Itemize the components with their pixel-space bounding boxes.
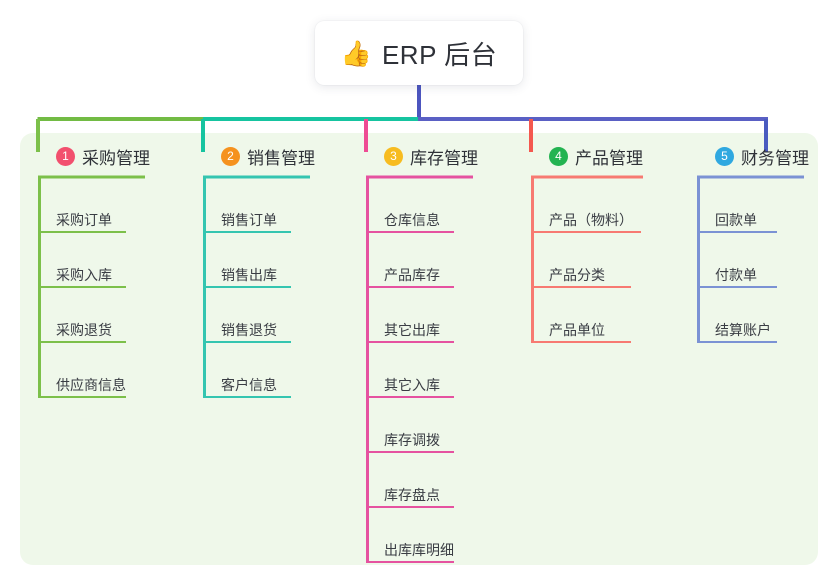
leaf-item-3-1[interactable]: 仓库信息 [384, 212, 440, 228]
leaf-item-5-2[interactable]: 付款单 [715, 267, 757, 283]
thumbs-up-icon: 👍 [340, 38, 372, 68]
leaf-item-2-2[interactable]: 销售出库 [221, 267, 277, 283]
branch-header-2[interactable]: 2 销售管理 [203, 144, 315, 168]
branch-column-4: 4 产品管理 [531, 144, 643, 168]
branch-title-2: 销售管理 [247, 148, 315, 168]
branch-column-3: 3 库存管理 [366, 144, 478, 168]
branch-column-2: 2 销售管理 [203, 144, 315, 168]
root-title: ERP 后台 [381, 39, 498, 70]
leaf-item-3-6[interactable]: 库存盘点 [384, 487, 440, 503]
leaf-item-2-4[interactable]: 客户信息 [221, 377, 277, 393]
leaf-item-3-2[interactable]: 产品库存 [384, 267, 440, 283]
leaf-item-3-4[interactable]: 其它入库 [384, 377, 440, 393]
branch-header-1[interactable]: 1 采购管理 [38, 144, 150, 168]
branch-header-3[interactable]: 3 库存管理 [366, 144, 478, 168]
leaf-item-1-3[interactable]: 采购退货 [56, 322, 112, 338]
leaf-item-3-3[interactable]: 其它出库 [384, 322, 440, 338]
leaf-item-5-3[interactable]: 结算账户 [715, 322, 771, 338]
branch-header-5[interactable]: 5 财务管理 [697, 144, 809, 168]
leaf-item-2-3[interactable]: 销售退货 [221, 322, 277, 338]
leaf-item-4-2[interactable]: 产品分类 [549, 267, 605, 283]
branch-title-3: 库存管理 [410, 148, 478, 168]
branch-title-4: 产品管理 [575, 148, 643, 168]
branch-number-badge-4: 4 [549, 146, 568, 166]
branch-title-1: 采购管理 [82, 148, 150, 168]
leaf-item-1-4[interactable]: 供应商信息 [56, 377, 126, 393]
branch-column-1: 1 采购管理 [38, 144, 150, 168]
branch-number-badge-2: 2 [221, 146, 240, 166]
branch-column-5: 5 财务管理 [697, 144, 809, 168]
leaf-item-5-1[interactable]: 回款单 [715, 212, 757, 228]
leaf-item-1-2[interactable]: 采购入库 [56, 267, 112, 283]
branches-panel [20, 133, 818, 565]
leaf-item-1-1[interactable]: 采购订单 [56, 212, 112, 228]
root-node[interactable]: 👍 ERP 后台 [315, 21, 523, 85]
leaf-item-3-7[interactable]: 出库库明细 [384, 542, 454, 558]
branch-title-5: 财务管理 [741, 148, 809, 168]
leaf-item-3-5[interactable]: 库存调拨 [384, 432, 440, 448]
branch-header-4[interactable]: 4 产品管理 [531, 144, 643, 168]
leaf-item-2-1[interactable]: 销售订单 [221, 212, 277, 228]
branch-number-badge-1: 1 [56, 146, 75, 166]
branch-number-badge-3: 3 [384, 146, 403, 166]
leaf-item-4-3[interactable]: 产品单位 [549, 322, 605, 338]
leaf-item-4-1[interactable]: 产品（物料） [549, 212, 633, 228]
branch-number-badge-5: 5 [715, 146, 734, 166]
